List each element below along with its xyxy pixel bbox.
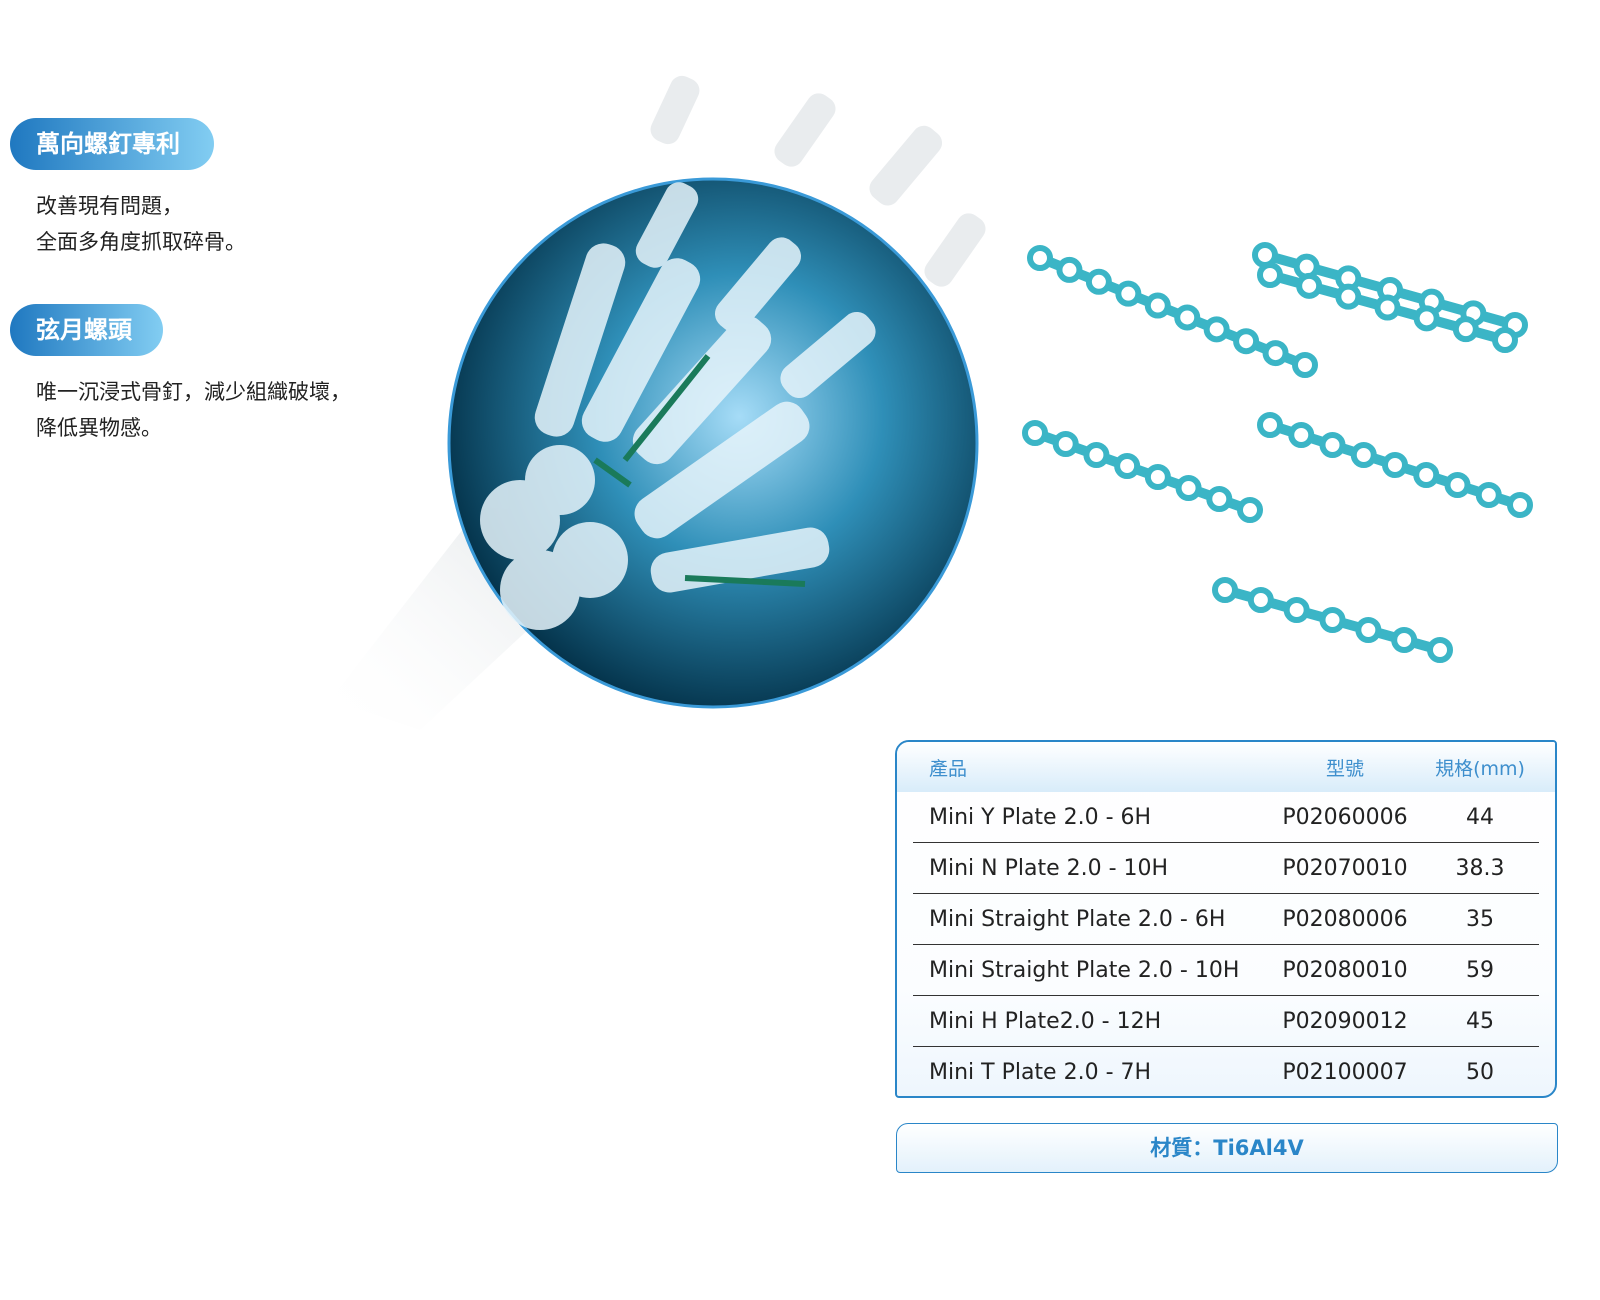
cell-model: P02100007 [1282, 1059, 1408, 1085]
bone-plate [1212, 577, 1453, 663]
cell-size: 35 [1466, 906, 1494, 932]
spec-table: 產品 型號 規格(mm) Mini Y Plate 2.0 - 6H P02060… [895, 740, 1557, 1098]
cell-model: P02080006 [1282, 906, 1408, 932]
table-row: Mini T Plate 2.0 - 7H P02100007 50 [913, 1047, 1539, 1096]
cell-product: Mini Y Plate 2.0 - 6H [929, 804, 1152, 830]
implant-plates-on-bone [593, 354, 806, 587]
table-row: Mini Straight Plate 2.0 - 6H P02080006 35 [913, 894, 1539, 945]
cell-model: P02090012 [1282, 1008, 1408, 1034]
finger-bones-outside [650, 75, 986, 287]
table-row: Mini Straight Plate 2.0 - 10H P02080010 59 [913, 945, 1539, 996]
cell-size: 44 [1466, 804, 1494, 830]
cell-size: 50 [1466, 1059, 1494, 1085]
hand-bones [480, 182, 876, 630]
table-row: Mini Y Plate 2.0 - 6H P02060006 44 [913, 792, 1539, 843]
cell-size: 38.3 [1455, 855, 1505, 881]
table-row: Mini H Plate2.0 - 12H P02090012 45 [913, 996, 1539, 1047]
table-header: 產品 型號 規格(mm) [897, 742, 1555, 792]
desc-line: 改善現有問題， [36, 194, 183, 218]
bone-plates [1022, 242, 1533, 663]
desc-line: 降低異物感。 [36, 416, 162, 440]
desc-line: 唯一沉浸式骨釘，減少組織破壞， [36, 380, 351, 404]
bone-plate [1257, 262, 1518, 353]
cell-size: 59 [1466, 957, 1494, 983]
cell-product: Mini T Plate 2.0 - 7H [929, 1059, 1152, 1085]
desc-line: 全面多角度抓取碎骨。 [36, 230, 246, 254]
cell-model: P02080010 [1282, 957, 1408, 983]
cell-product: Mini Straight Plate 2.0 - 10H [929, 957, 1240, 983]
cell-product: Mini N Plate 2.0 - 10H [929, 855, 1169, 881]
material-label: 材質：Ti6Al4V [896, 1123, 1558, 1173]
plate-products-illustration [1022, 242, 1533, 663]
bone-plate [1022, 420, 1263, 523]
cell-model: P02070010 [1282, 855, 1408, 881]
cell-size: 45 [1466, 1008, 1494, 1034]
bone-plate [1027, 245, 1318, 378]
bone-plate [1252, 242, 1528, 338]
feature-badge-crescent-head: 弦月螺頭 [10, 304, 163, 356]
feature-badge-multi-angle-screw: 萬向螺釘專利 [10, 118, 214, 170]
hand-xray-illustration [330, 75, 986, 730]
cell-product: Mini Straight Plate 2.0 - 6H [929, 906, 1226, 932]
cell-product: Mini H Plate2.0 - 12H [929, 1008, 1162, 1034]
cell-model: P02060006 [1282, 804, 1408, 830]
feature-description-2: 唯一沉浸式骨釘，減少組織破壞， 降低異物感。 [36, 374, 351, 446]
feature-description-1: 改善現有問題， 全面多角度抓取碎骨。 [36, 188, 246, 260]
table-row: Mini N Plate 2.0 - 10H P02070010 38.3 [913, 843, 1539, 894]
header-model: 型號 [1325, 757, 1364, 780]
bone-plate [1257, 412, 1533, 518]
header-product: 產品 [929, 757, 968, 780]
header-size: 規格(mm) [1435, 757, 1525, 780]
